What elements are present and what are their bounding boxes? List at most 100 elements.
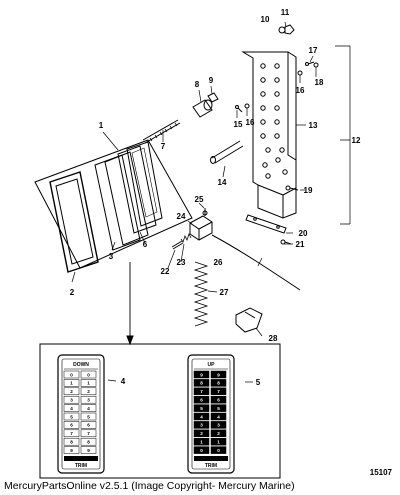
fastener-16 [244,70,303,109]
gauge-scale-label: 0 [87,372,90,377]
gauge-scale-label: 6 [87,423,90,428]
gauge-segment [210,379,227,387]
screw-rod [142,119,181,144]
gauge-segment [210,437,227,446]
gauge-segment [80,379,97,387]
gauge-segment [210,429,227,438]
callout-label: 17 [309,46,318,55]
bracket-strip [245,214,287,234]
callout-label: 16 [246,118,255,127]
gauge-segment [80,412,97,421]
callout-label: 25 [195,195,204,204]
fastener-11 [284,24,295,35]
gauge-scale-label: 6 [200,398,203,403]
gauge-up-footer: TRIM [205,463,217,469]
gauge-scale-label: 9 [70,448,73,453]
gauge-segment [63,370,80,379]
gauge-segment [63,412,80,421]
gauge-scale-label: 8 [87,440,90,445]
gauge-scale-label: 2 [200,431,203,436]
gauge-segment [193,370,210,379]
gauge-scale-label: 9 [87,448,90,453]
gauge-scale-label: 9 [200,372,203,377]
gauge-segment [210,421,227,429]
callout-label: 23 [177,258,186,267]
gauge-scale-label: 5 [70,414,73,419]
gauge-segment [80,446,97,454]
gauge-segment [193,379,210,387]
gauge-segment [210,387,227,396]
gauge-segment [63,395,80,404]
gauge-segment [193,437,210,446]
callout-label: 15 [234,120,243,129]
gauge-scale-label: 1 [70,381,73,386]
fastener-19 [285,185,299,191]
gauge-scale-label: 5 [200,406,203,411]
callout-label: 7 [161,142,166,151]
copyright-footer: MercuryPartsOnline v2.5.1 (Image Copyrig… [4,480,295,492]
gauge-segment [80,429,97,438]
fastener-15 [235,105,243,113]
callout-label: 20 [299,229,308,238]
gauge-segment [63,446,80,454]
callout-label: 28 [269,334,278,343]
gauge-scale-label: 5 [87,414,90,419]
gauge-up-header: UP [208,362,216,368]
gauge-down-footer: TRIM [75,463,87,469]
pivot-shaft [210,140,244,164]
gauge-scale-label: 2 [70,389,73,394]
fastener-21 [280,239,292,245]
gauge-segment [80,421,97,429]
gauge-scale-label: 9 [217,372,220,377]
gauge-scale-label: 7 [70,431,73,436]
pin [171,240,184,250]
callout-label: 1 [99,121,104,130]
gauge-scale-label: 1 [200,440,203,445]
gauge-scale-label: 1 [87,381,90,386]
callout-label: 13 [309,121,318,130]
gauge-segment [193,395,210,404]
gauge-segment [193,446,210,454]
gauge-scale-label: 6 [217,398,220,403]
callout-label: 5 [256,378,261,387]
callout-label: 18 [315,78,324,87]
callout-label: 9 [209,76,214,85]
callout-label: 11 [281,8,290,17]
gauge-segment [63,429,80,438]
gauge-scale-label: 4 [87,406,90,411]
callout-label: 2 [70,288,75,297]
trim-bracket-plate [241,51,297,219]
gauge-scale-label: 4 [70,406,73,411]
bushing [192,99,213,118]
gauge-segment [63,379,80,387]
gauge-segment [193,421,210,429]
gauge-segment [63,437,80,446]
callout-label: 19 [304,186,313,195]
callout-label: 27 [220,288,229,297]
gauge-scale-label: 2 [217,431,220,436]
small-spring [180,232,192,243]
callout-label: 3 [109,252,114,261]
panel-assembly-outline [34,139,193,269]
long-spring [193,261,209,327]
callout-label: 22 [161,267,170,276]
gauge-bezel [49,171,99,273]
callout-label: 8 [195,80,200,89]
gauge-segment [210,446,227,454]
gauge-scale-label: 8 [70,440,73,445]
gauge-segment [63,387,80,396]
gauge-segment [80,387,97,396]
gauge-scale-label: 7 [200,389,203,394]
gauge-segment [80,437,97,446]
gauge-segment [210,404,227,412]
gauge-scale-label: 3 [217,423,220,428]
sender-block [189,215,213,241]
gauge-scale-label: 8 [200,381,203,386]
gauge-scale-label: 6 [70,423,73,428]
callout-label: 14 [218,178,227,187]
gauge-segment [193,429,210,438]
figure-number: 15107 [369,468,392,477]
